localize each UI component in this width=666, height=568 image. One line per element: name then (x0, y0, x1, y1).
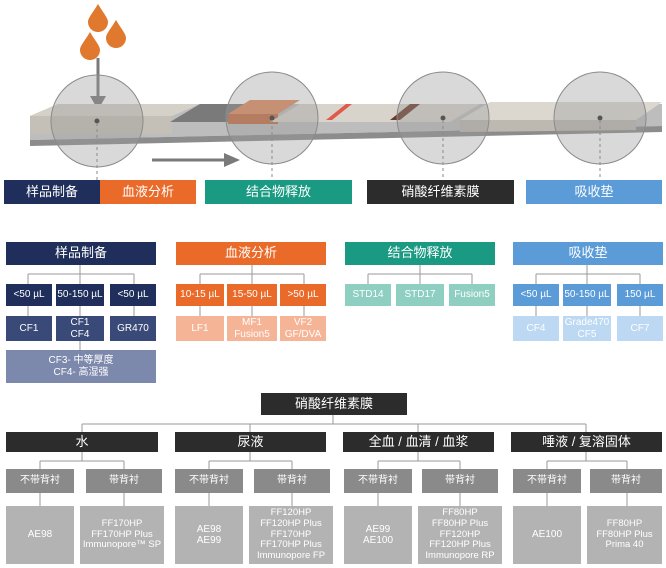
urine-with-backing-label: 带背衬 (254, 469, 330, 493)
conjugate-header: 结合物释放 (345, 242, 495, 265)
strip-conjugate-pad (228, 100, 300, 114)
flow-direction-arrow-icon (152, 153, 240, 167)
water-with-backing-label: 带背衬 (86, 469, 162, 493)
strip-membrane (270, 104, 480, 122)
strip-label-conjugate: 结合物释放 (205, 180, 352, 204)
strip-absorbent-pad-front (460, 120, 636, 132)
sample-prep-product-3: GR470 (110, 316, 156, 341)
membrane-category-urine: 尿液 (175, 432, 326, 452)
water-without-backing-label: 不带背衬 (6, 469, 74, 493)
absorbent-volume-3: 150 µL (617, 284, 663, 306)
strip-sample-pad (30, 104, 200, 116)
strip-label-blood-separation: 血液分析 (100, 180, 196, 204)
test-strip-illustration (30, 4, 662, 180)
urine-without-backing-label: 不带背衬 (175, 469, 243, 493)
blood-sep-header: 血液分析 (176, 242, 326, 265)
blood-with-backing-products: FF80HP FF80HP Plus FF120HP FF120HP Plus … (418, 506, 502, 564)
strip-label-absorbent: 吸收垫 (526, 180, 662, 204)
strip-label-sample-prep: 样品制备 (4, 180, 100, 204)
sample-prep-note: CF3- 中等厚度 CF4- 高湿强 (6, 350, 156, 383)
saliva-without-backing-products: AE100 (513, 506, 581, 564)
sample-prep-volume-3: <50 µL (110, 284, 156, 306)
sample-prep-volume-1: <50 µL (6, 284, 52, 306)
membrane-category-blood: 全血 / 血清 / 血浆 (343, 432, 494, 452)
water-with-backing-products: FF170HP FF170HP Plus Immunopore™ SP (80, 506, 164, 564)
blood-sep-product-1: LF1 (176, 316, 224, 341)
conjugate-product-3: Fusion5 (449, 284, 495, 306)
blood-sep-volume-3: >50 µL (280, 284, 326, 306)
sample-drops-icon (80, 4, 126, 60)
blood-sep-product-3: VF2 GF/DVA (280, 316, 326, 341)
saliva-with-backing-label: 带背衬 (590, 469, 662, 493)
saliva-without-backing-label: 不带背衬 (513, 469, 581, 493)
absorbent-product-1: CF4 (513, 316, 559, 341)
absorbent-volume-2: 50-150 µL (563, 284, 611, 306)
membrane-category-saliva: 唾液 / 复溶固体 (511, 432, 662, 452)
blood-sep-volume-2: 15-50 µL (227, 284, 277, 306)
blood-sep-product-2: MF1 Fusion5 (227, 316, 277, 341)
strip-conjugate-pad-front (228, 114, 278, 124)
blood-with-backing-label: 带背衬 (422, 469, 498, 493)
strip-absorbent-pad (460, 102, 662, 120)
absorbent-volume-1: <50 µL (513, 284, 559, 306)
absorbent-header: 吸收垫 (513, 242, 663, 265)
saliva-with-backing-products: FF80HP FF80HP Plus Prima 40 (587, 506, 662, 564)
water-without-backing-products: AE98 (6, 506, 74, 564)
strip-label-membrane: 硝酸纤维素膜 (367, 180, 514, 204)
sample-prep-header: 样品制备 (6, 242, 156, 265)
sample-down-arrow-icon (90, 58, 106, 110)
membrane-header: 硝酸纤维素膜 (261, 393, 407, 415)
sample-prep-product-1: CF1 (6, 316, 52, 341)
test-line (326, 104, 352, 120)
absorbent-product-3: CF7 (617, 316, 663, 341)
urine-with-backing-products: FF120HP FF120HP Plus FF170HP FF170HP Plu… (249, 506, 333, 564)
membrane-category-water: 水 (6, 432, 158, 452)
blood-without-backing-label: 不带背衬 (344, 469, 412, 493)
blood-sep-volume-1: 10-15 µL (176, 284, 224, 306)
strip-sample-pad-front (30, 116, 172, 134)
absorbent-product-2: Grade470 CF5 (563, 316, 611, 341)
middle-tree-connectors (27, 265, 641, 350)
conjugate-product-1: STD14 (345, 284, 391, 306)
urine-without-backing-products: AE98 AE99 (175, 506, 243, 564)
conjugate-product-2: STD17 (396, 284, 444, 306)
blood-without-backing-products: AE99 AE100 (344, 506, 412, 564)
sample-prep-product-2: CF1 CF4 (56, 316, 104, 341)
sample-prep-volume-2: 50-150 µL (56, 284, 104, 306)
